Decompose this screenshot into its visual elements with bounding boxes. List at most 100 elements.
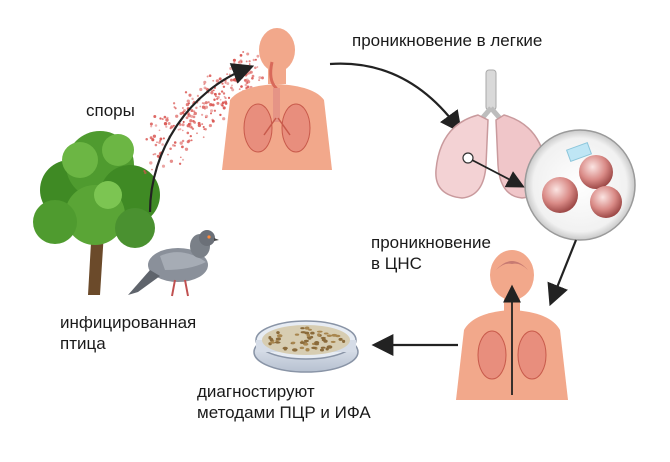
spore-dot: [219, 113, 222, 117]
spore-dot: [201, 123, 204, 126]
spore-dot: [144, 171, 147, 174]
spore-dot: [167, 153, 169, 156]
spore-dot: [204, 101, 208, 105]
spore-dot: [231, 84, 233, 87]
spore-dot: [181, 139, 185, 143]
spore-dot: [191, 97, 194, 101]
spore-dot: [213, 98, 216, 102]
spore-dot: [230, 78, 233, 82]
spore-dot: [238, 88, 241, 90]
spore-dot: [209, 112, 213, 115]
spore-dot: [172, 144, 175, 147]
label-diagnosis: диагностируют методами ПЦР и ИФА: [197, 381, 371, 423]
colony-dot: [276, 334, 283, 338]
spore-dot: [192, 119, 195, 123]
spore-dot: [165, 118, 169, 122]
spore-dot: [207, 101, 210, 104]
spore-dot: [244, 83, 248, 87]
spore-dot: [245, 60, 248, 63]
spore-dot: [187, 122, 191, 126]
spore-dot: [195, 106, 198, 110]
spore-dot: [181, 123, 185, 127]
spore-dot: [167, 122, 171, 125]
spore-dot: [158, 129, 161, 132]
colony-dot: [268, 336, 272, 340]
spore-dot: [154, 143, 158, 147]
spore-dot: [172, 124, 175, 127]
spore-dot: [252, 58, 256, 62]
spore-dot: [199, 87, 203, 92]
spore-dot: [258, 79, 261, 82]
arrow-tree-to-person: [148, 63, 255, 213]
colony-dot: [326, 345, 333, 349]
spore-dot: [159, 137, 163, 141]
spore-dot: [208, 74, 212, 78]
spore-dot: [184, 91, 188, 94]
spore-dot: [174, 107, 177, 110]
label-bird: инфицированная птица: [60, 312, 196, 354]
spore-dot: [215, 95, 217, 98]
spore-dot: [152, 153, 155, 156]
spore-dot: [216, 95, 220, 99]
spore-dot: [188, 102, 190, 105]
label-lungs: проникновение в легкие: [352, 31, 543, 50]
spore-dot: [177, 128, 180, 131]
spore-dot: [256, 54, 260, 58]
spore-dot: [243, 79, 247, 82]
label-bird-line2: птица: [60, 334, 106, 353]
spore-dot: [218, 92, 221, 96]
spore-dot: [222, 106, 226, 110]
spore-dot: [169, 127, 172, 130]
spore-dot: [178, 123, 182, 127]
spore-dot: [232, 58, 236, 62]
spore-dot: [224, 102, 228, 105]
spore-dot: [186, 99, 190, 103]
tree-icon: [33, 131, 160, 295]
spore-dot: [190, 114, 194, 118]
spore-dot: [190, 109, 194, 113]
spore-dot: [179, 128, 182, 131]
spore-dot: [210, 109, 214, 113]
spore-dot: [192, 115, 196, 119]
colony-dot: [274, 341, 281, 344]
spore-dot: [210, 91, 214, 95]
spore-dot: [205, 116, 207, 119]
colony-dot: [310, 331, 315, 335]
spore-dot: [156, 141, 158, 144]
spore-dot: [254, 66, 257, 70]
spore-dot: [231, 88, 235, 92]
colony-dot: [306, 333, 311, 338]
spore-dot: [239, 59, 243, 63]
spore-dot: [158, 141, 161, 144]
spore-dot: [248, 63, 251, 65]
spore-dot: [224, 81, 227, 84]
spore-dot: [199, 105, 202, 108]
colony-dot: [314, 343, 319, 346]
spore-dot: [230, 86, 233, 90]
spore-dot: [205, 87, 208, 90]
spore-dot: [190, 139, 193, 142]
spore-dot: [201, 102, 204, 105]
spore-dot: [162, 137, 165, 140]
spore-dot: [161, 164, 166, 168]
spore-dot: [173, 141, 177, 144]
spore-dot: [206, 75, 209, 78]
spore-dot: [237, 66, 241, 70]
colony-dot: [319, 348, 325, 352]
spore-dot: [165, 125, 168, 128]
colony-dot: [308, 328, 312, 331]
label-cns-line1: проникновение: [371, 233, 491, 252]
spore-dot: [187, 113, 190, 116]
spore-dot: [219, 98, 222, 101]
spore-dot: [189, 119, 193, 123]
spore-dot: [246, 52, 250, 56]
colony-dot: [320, 336, 326, 340]
spore-dot: [222, 117, 226, 121]
spore-dot: [221, 82, 224, 85]
pigeon-icon: [128, 230, 219, 297]
colony-dot: [310, 335, 314, 339]
spore-dot: [225, 80, 227, 82]
spore-dot: [220, 90, 224, 93]
spore-dot: [214, 92, 217, 96]
